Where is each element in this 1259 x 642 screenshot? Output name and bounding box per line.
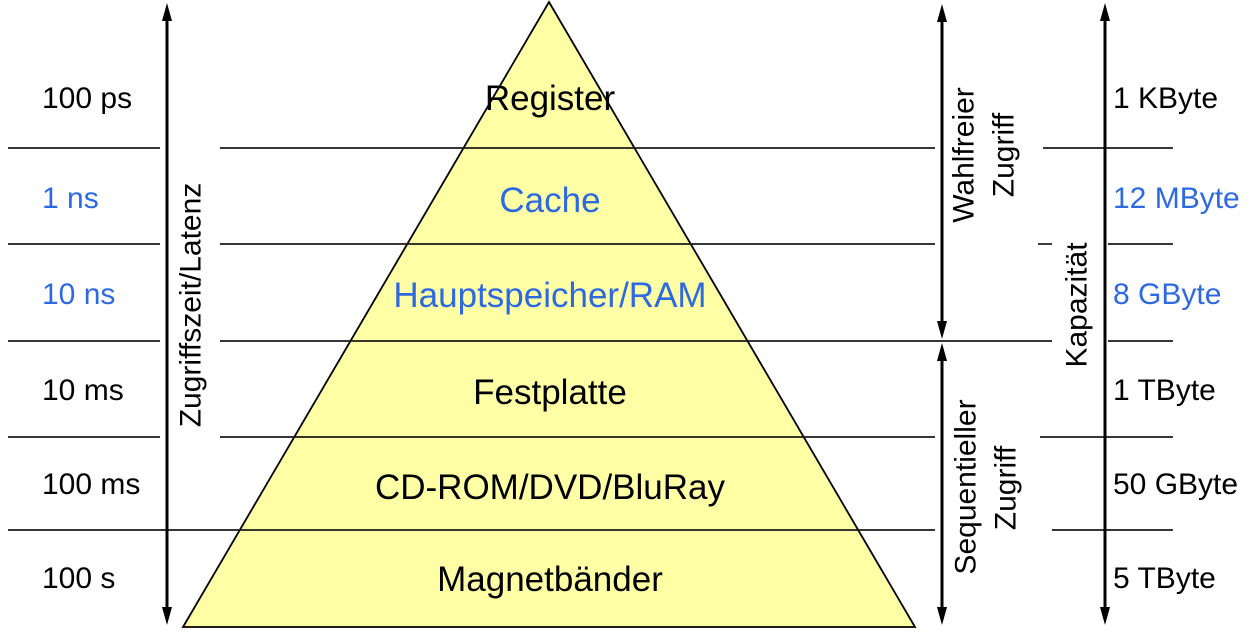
memory-pyramid <box>181 0 917 628</box>
arrow-down-icon <box>1100 607 1110 625</box>
arrow-down-icon <box>937 321 947 339</box>
access-time-axis-arrow <box>162 3 172 625</box>
arrow-up-icon <box>937 4 947 22</box>
access-time-value-cdrom: 100 ms <box>42 468 140 501</box>
access-time-value-cache: 1 ns <box>42 182 99 215</box>
capacity-axis-arrow <box>1100 3 1110 625</box>
capacity-value-cache: 12 MByte <box>1113 182 1240 215</box>
arrow-down-icon <box>937 607 947 625</box>
access-time-axis-label: Zugriffszeit/Latenz <box>175 183 208 428</box>
level-label-hauptspeicher: Hauptspeicher/RAM <box>393 276 706 315</box>
random-access-label-line2: Zugriff <box>988 112 1021 197</box>
sequential-access-label-line1: Sequentieller <box>950 399 983 574</box>
sequential-access-arrow <box>937 343 947 625</box>
arrow-up-icon <box>162 3 172 21</box>
level-label-cache: Cache <box>499 181 600 220</box>
level-label-magnetbaender: Magnetbänder <box>437 560 663 599</box>
capacity-value-festplatte: 1 TByte <box>1113 374 1216 407</box>
level-label-festplatte: Festplatte <box>473 373 627 412</box>
random-access-label: Wahlfreier Zugriff <box>948 87 1021 223</box>
arrow-up-icon <box>937 343 947 361</box>
access-time-value-magnetband: 100 s <box>42 562 115 595</box>
arrow-up-icon <box>1100 3 1110 21</box>
access-time-value-ram: 10 ns <box>42 278 115 311</box>
random-access-label-line1: Wahlfreier <box>948 87 981 223</box>
access-time-value-register: 100 ps <box>42 82 132 115</box>
level-label-register: Register <box>485 79 616 118</box>
capacity-value-register: 1 KByte <box>1113 82 1218 115</box>
capacity-value-magnetband: 5 TByte <box>1113 562 1216 595</box>
arrow-down-icon <box>162 607 172 625</box>
capacity-value-ram: 8 GByte <box>1113 278 1221 311</box>
access-time-value-festplatte: 10 ms <box>42 374 124 407</box>
sequential-access-label-line2: Zugriff <box>990 445 1023 530</box>
random-access-arrow <box>937 4 947 339</box>
capacity-axis-label: Kapazität <box>1061 242 1094 368</box>
capacity-value-cdrom: 50 GByte <box>1113 468 1238 501</box>
sequential-access-label: Sequentieller Zugriff <box>950 399 1023 574</box>
level-label-cdrom: CD-ROM/DVD/BluRay <box>375 468 726 507</box>
